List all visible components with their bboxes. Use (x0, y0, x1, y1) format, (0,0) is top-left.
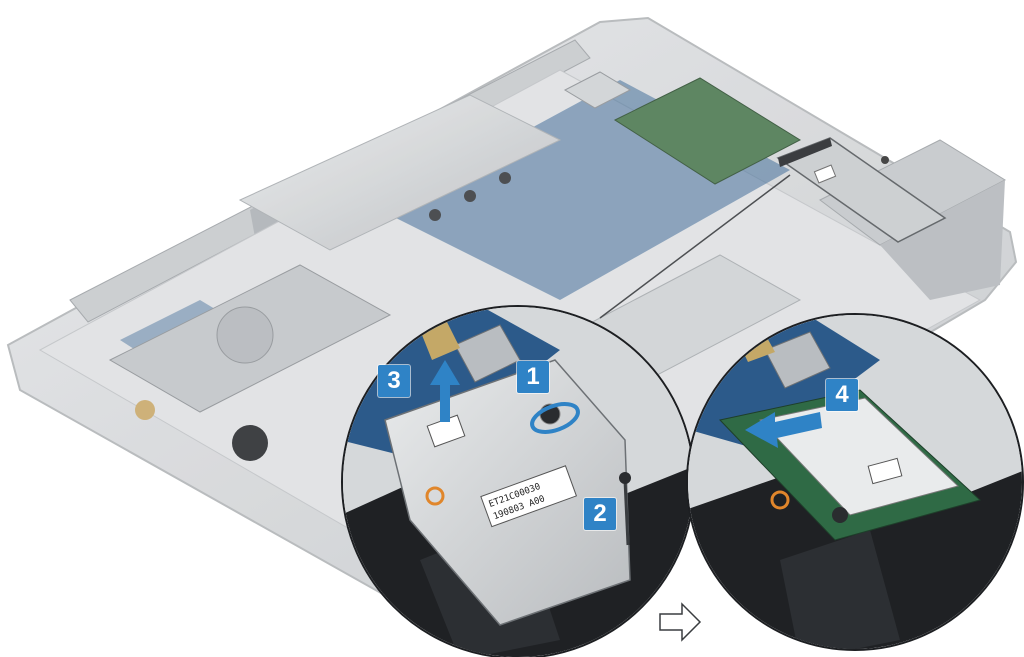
zoom-view-right (686, 313, 1024, 651)
step-1-badge: 1 (517, 361, 549, 393)
step-2-badge: 2 (584, 498, 616, 530)
lift-arrow-icon (430, 360, 460, 422)
step-3-badge: 3 (378, 365, 410, 397)
step-4-badge: 4 (826, 379, 858, 411)
slide-arrow-icon (745, 412, 822, 448)
callout-line (599, 174, 791, 319)
coin-cell-battery (232, 425, 268, 461)
rotate-arrow-icon (530, 402, 580, 434)
outline-right-arrow-icon (659, 602, 702, 642)
memory-module (613, 77, 802, 185)
heat-shield (238, 94, 562, 251)
